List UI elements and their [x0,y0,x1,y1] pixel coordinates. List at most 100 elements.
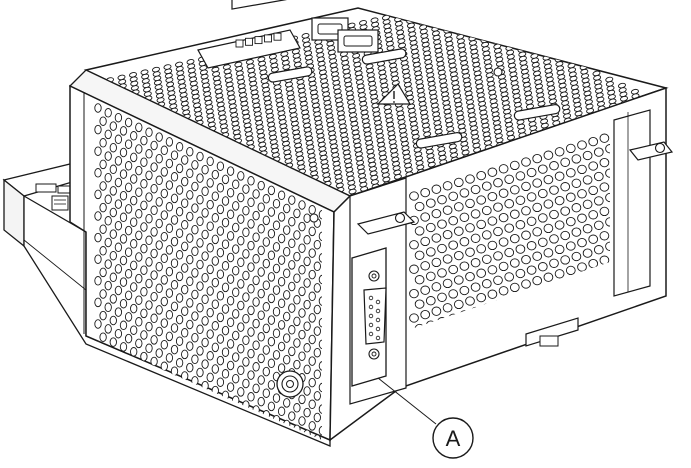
vent-hole [165,202,174,212]
vent-hole [502,27,511,34]
vent-hole [288,260,296,270]
vent-hole [130,260,138,271]
vent-hole [135,165,143,176]
vent-hole [308,313,316,323]
vent-hole [605,144,610,154]
vent-hole [119,385,128,395]
vent-hole [526,265,537,275]
vent-hole [114,220,123,231]
vent-hole [226,382,235,392]
warning-triangle-icon [376,83,412,105]
vent-hole [114,264,123,274]
vent-hole [318,361,322,371]
vent-hole [211,321,219,331]
vent-hole [130,282,138,292]
vent-hole [191,289,199,300]
vent-hole [237,192,245,203]
vent-hole [512,93,521,99]
vent-hole [471,138,480,144]
vent-hole [558,82,567,89]
vent-hole [216,420,225,431]
vent-hole [242,292,250,302]
vent-hole [352,57,361,63]
vent-hole [264,104,273,110]
vent-hole [568,71,577,78]
vent-hole [453,202,464,212]
vent-hole [465,18,474,24]
vent-hole [323,100,332,106]
vent-hole [155,326,163,337]
sub-d-pin [368,313,374,319]
sub-d-pins [368,295,381,341]
vent-hole [283,203,291,214]
vent-hole [414,250,425,260]
vent-hole [492,34,500,41]
vent-hole [313,111,322,117]
vent-hole [324,108,333,115]
vent-hole [298,351,306,361]
vent-hole [481,230,492,240]
vent-hole [599,133,610,143]
vent-hole [206,221,214,231]
vent-hole [554,269,565,279]
vent-hole [432,111,441,117]
vent-hole [369,89,378,96]
vent-hole [273,459,279,463]
vent-hole [226,231,235,241]
vent-hole [186,168,194,179]
vent-hole [437,65,446,71]
vent-hole [526,216,537,226]
vent-hole [119,320,128,331]
vent-hole [465,14,474,20]
vent-hole [426,76,435,83]
vent-hole [536,96,545,103]
vent-hole [494,52,503,58]
vent-hole [175,185,184,195]
vent-hole [529,125,538,131]
vent-hole [282,145,291,151]
vent-hole [211,234,219,245]
vent-hole [366,72,375,78]
vent-hole [253,449,259,458]
vent-hole [470,209,481,219]
top-cover-screw [493,67,503,77]
vent-hole [114,134,123,145]
vent-hole [682,113,690,119]
vent-hole [104,367,112,377]
vent-hole [196,259,204,270]
vent-hole [505,121,513,128]
vent-hole [250,89,259,96]
vent-hole [537,237,548,247]
vent-hole [165,245,174,255]
vent-hole [359,100,368,107]
vent-hole [297,87,306,94]
vent-hole [419,105,428,111]
vent-hole [165,266,174,277]
vent-hole [242,335,250,346]
vent-hole [273,84,282,90]
vent-hole [570,80,579,86]
vent-hole [272,242,281,252]
vent-hole [232,352,240,362]
vent-hole [452,8,461,14]
vent-hole [509,160,520,171]
vent-hole [99,289,107,299]
vent-hole [160,210,168,220]
vent-hole [150,399,158,410]
vent-hole [170,236,179,247]
vent-hole [420,285,431,295]
vent-hole [155,283,163,294]
vent-hole [247,262,255,272]
vent-hole [298,221,306,232]
vent-hole [257,418,265,428]
vent-hole [495,61,504,67]
vent-hole [303,343,311,353]
vent-hole [196,367,204,378]
vent-hole [333,169,342,176]
vent-hole [560,255,571,265]
vent-hole [318,425,322,436]
vent-hole [232,129,241,136]
vent-hole [277,341,286,352]
vent-hole [211,213,219,223]
vent-hole [397,38,406,44]
